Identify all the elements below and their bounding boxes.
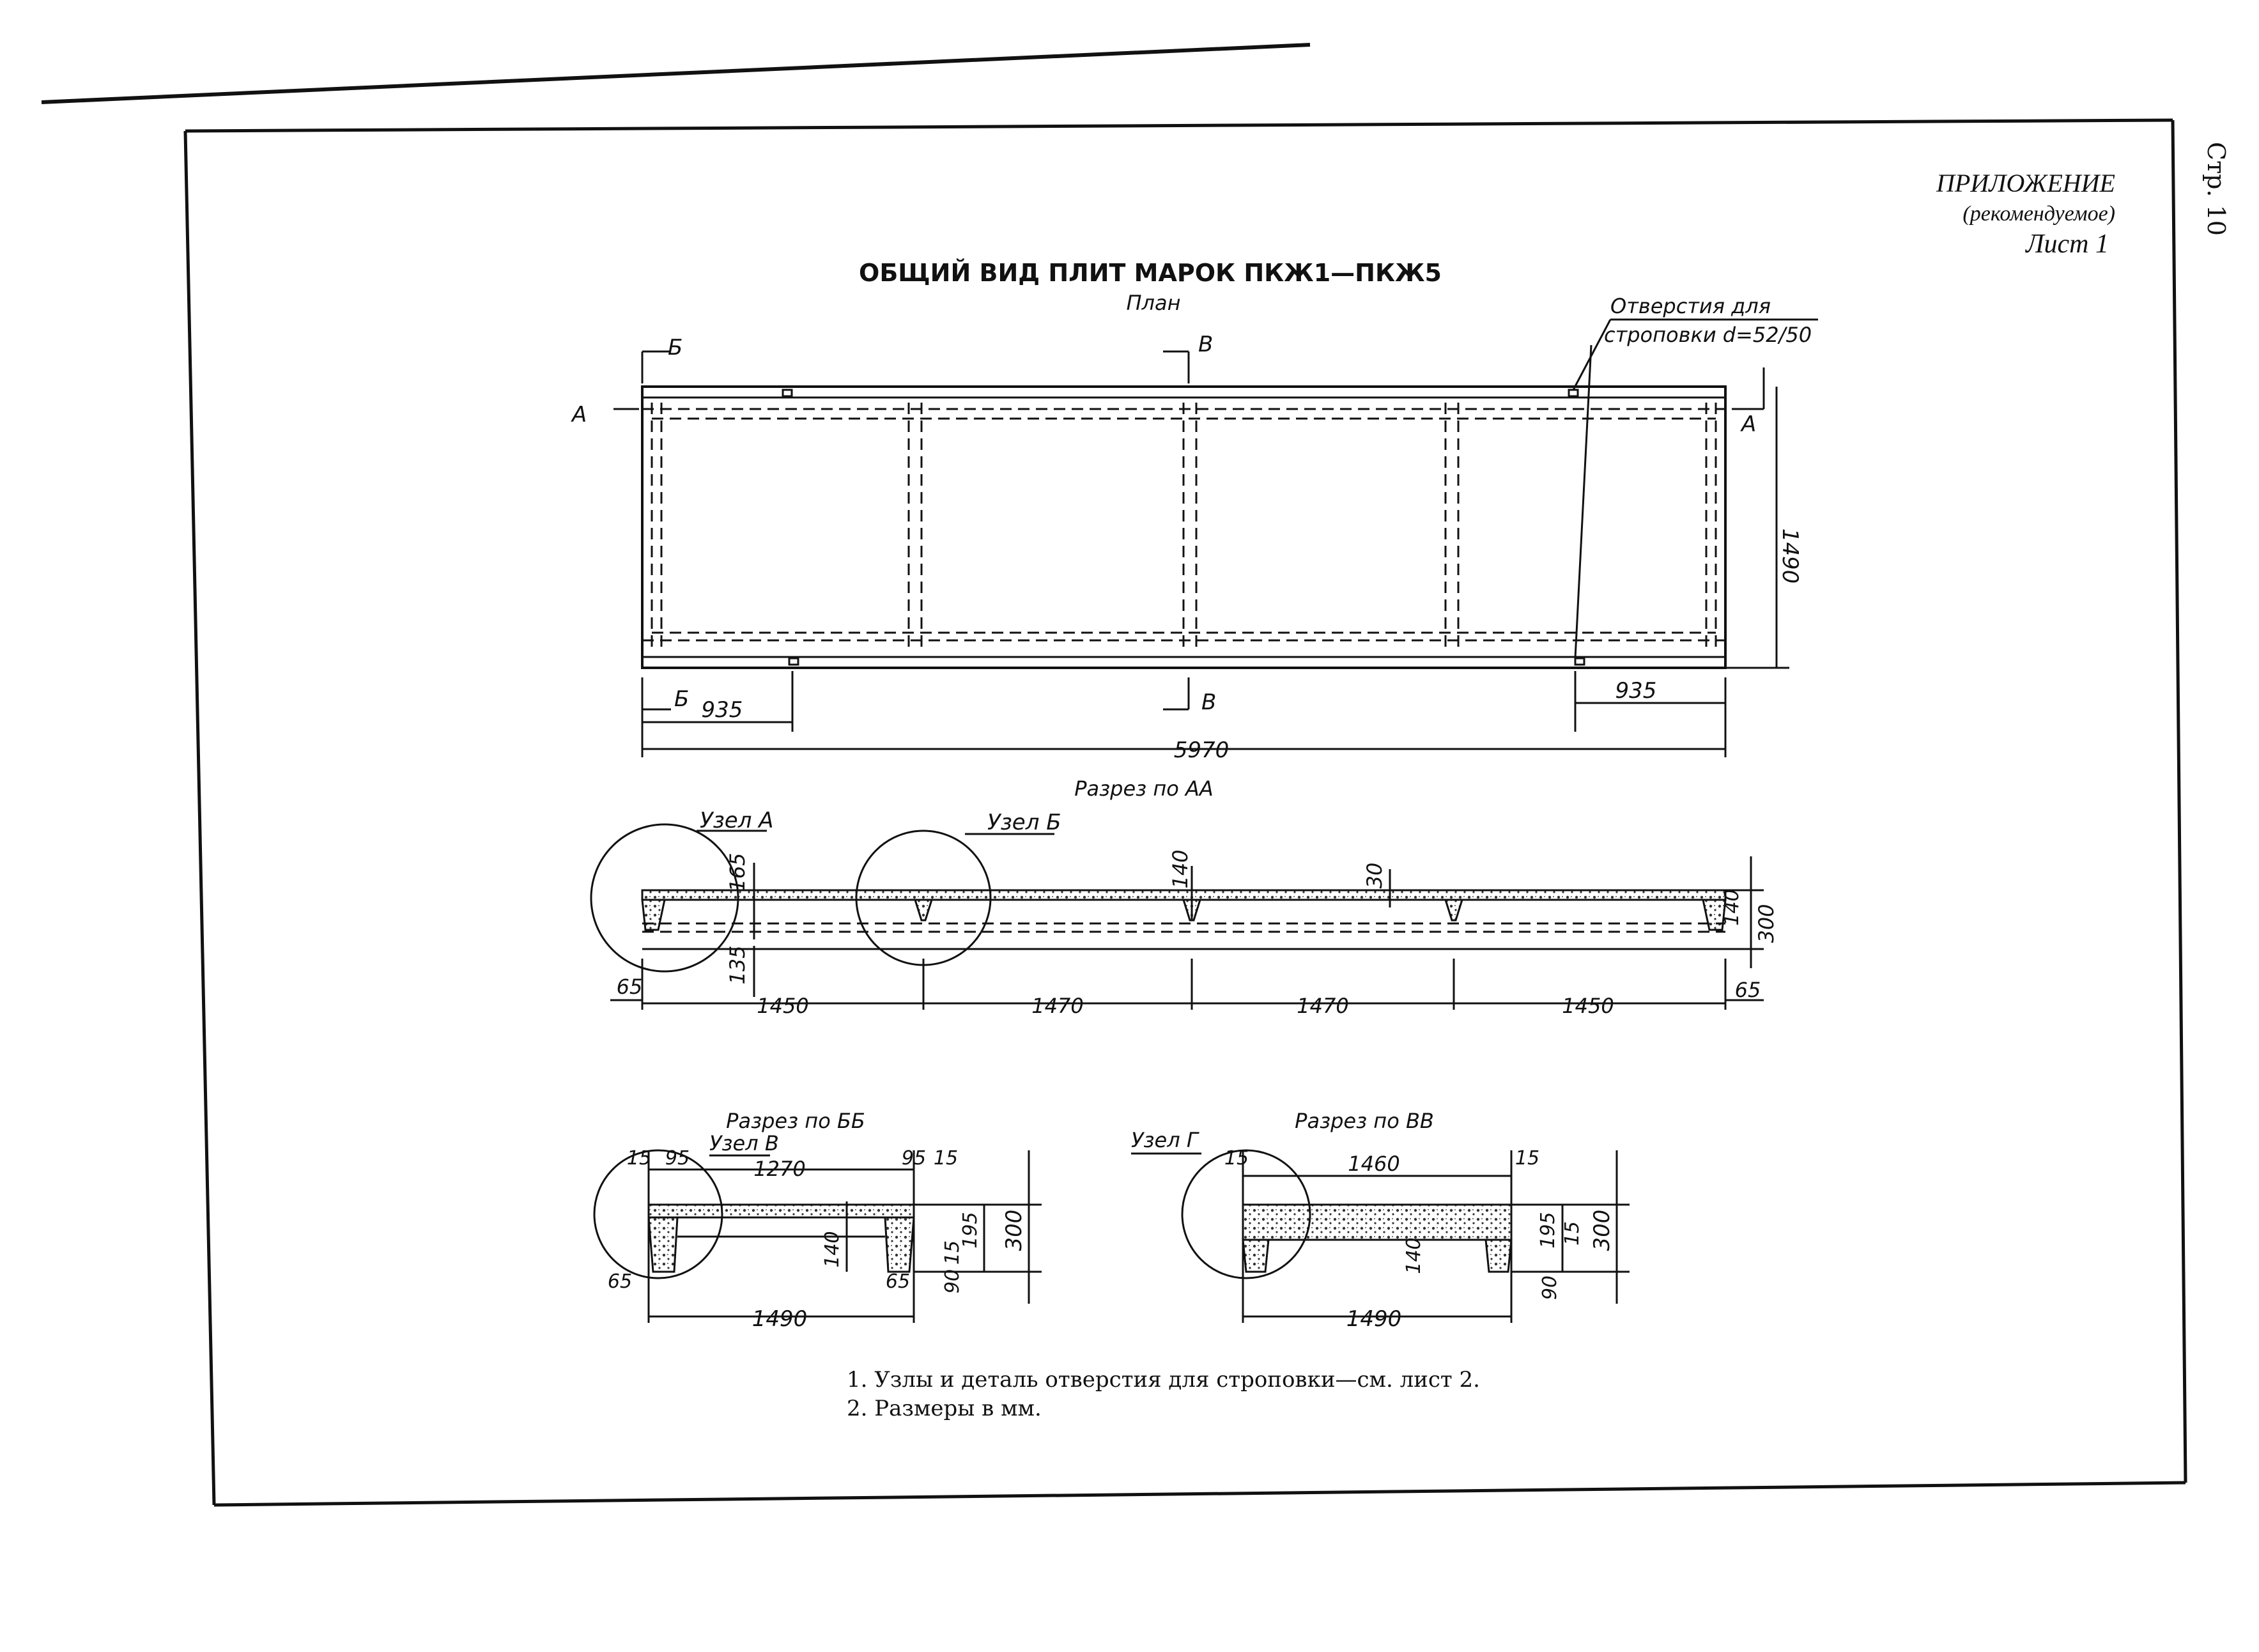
hole-note-line1: Отверстия для	[1610, 294, 1771, 318]
aa-dim-65-left: 65	[617, 975, 643, 999]
plan-label: План	[1126, 291, 1180, 315]
plan-view: План	[571, 291, 1818, 763]
node-a-label: Узел А	[700, 808, 774, 833]
aa-dim-span4: 1450	[1562, 994, 1614, 1018]
aa-dim-165: 165	[725, 853, 750, 892]
note-2: 2. Размеры в мм.	[847, 1396, 1042, 1421]
vv-dim-1490: 1490	[1346, 1306, 1402, 1332]
hole-note-line2: строповки d=52/50	[1604, 323, 1812, 347]
bb-dim-300: 300	[1001, 1210, 1027, 1251]
aa-dim-span1: 1450	[757, 994, 808, 1018]
bb-dim-140: 140	[821, 1231, 844, 1267]
notes: 1. Узлы и деталь отверстия для строповки…	[847, 1367, 1480, 1421]
aa-dim-30: 30	[1362, 863, 1387, 889]
appendix-title: ПРИЛОЖЕНИЕ	[1936, 169, 2115, 197]
section-aa: Разрез по АА Узел А Узел Б	[590, 776, 1778, 1018]
node-g-label: Узел Г	[1131, 1128, 1199, 1152]
bb-dim-90: 90	[941, 1269, 964, 1293]
section-vv-title: Разрез по ВВ	[1295, 1109, 1434, 1133]
note-1: 1. Узлы и деталь отверстия для строповки…	[847, 1367, 1480, 1393]
drawing-title: ОБЩИЙ ВИД ПЛИТ МАРОК ПКЖ1—ПКЖ5	[859, 259, 1442, 287]
node-v-label: Узел В	[709, 1131, 779, 1155]
aa-dim-span3: 1470	[1297, 994, 1348, 1018]
bb-dim-95-right: 95	[902, 1147, 926, 1170]
appendix-subtitle: (рекомендуемое)	[1962, 202, 2115, 226]
section-bb-title: Разрез по ББ	[726, 1109, 865, 1133]
sheet-frame	[41, 43, 2187, 1507]
vv-dim-90: 90	[1539, 1276, 1561, 1300]
vv-dim-15-left: 15	[1224, 1147, 1249, 1170]
plan-cut-v-top: В	[1198, 332, 1213, 357]
section-bb: Разрез по ББ Узел В 15 95 1270 95 15 195…	[593, 1109, 1042, 1332]
plan-dim-total: 5970	[1174, 737, 1230, 763]
bb-dim-15-left: 15	[627, 1147, 651, 1170]
bb-dim-65-right: 65	[886, 1270, 910, 1293]
bb-dim-1490: 1490	[752, 1306, 808, 1332]
aa-dim-300: 300	[1754, 904, 1778, 943]
bb-dim-65-left: 65	[608, 1270, 632, 1293]
node-b-label: Узел Б	[987, 810, 1061, 835]
plan-dim-right: 935	[1615, 678, 1657, 704]
section-aa-title: Разрез по АА	[1074, 776, 1214, 801]
page-number: Стр. 10	[2202, 142, 2230, 236]
bb-dim-15-v: 15	[941, 1240, 964, 1265]
vv-dim-195: 195	[1537, 1212, 1559, 1248]
bb-dim-95-left: 95	[665, 1147, 690, 1170]
plan-cut-v-bottom: В	[1201, 690, 1216, 715]
aa-dim-135: 135	[725, 945, 750, 984]
vv-dim-140: 140	[1403, 1237, 1425, 1274]
plan-dim-height: 1490	[1777, 529, 1803, 584]
appendix-block: ПРИЛОЖЕНИЕ (рекомендуемое) Лист 1	[1936, 169, 2115, 259]
appendix-sheet: Лист 1	[2024, 229, 2109, 259]
plan-cut-b-top: Б	[668, 335, 682, 360]
vv-dim-1460: 1460	[1348, 1152, 1399, 1176]
plan-dim-left: 935	[702, 697, 743, 723]
bb-dim-195: 195	[959, 1212, 982, 1248]
aa-dim-65-right: 65	[1735, 978, 1761, 1002]
vv-dim-15-right: 15	[1515, 1147, 1539, 1170]
section-vv: Разрез по ВВ Узел Г 15 1460 15 195 15 14…	[1131, 1109, 1630, 1332]
bb-dim-15-right: 15	[934, 1147, 958, 1170]
bb-dim-1270: 1270	[753, 1157, 805, 1181]
aa-dim-140-rib: 140	[1168, 849, 1192, 888]
vv-dim-15-v: 15	[1561, 1221, 1584, 1246]
vv-dim-300: 300	[1589, 1210, 1615, 1251]
plan-cut-a-right: А	[1740, 412, 1756, 437]
aa-dim-140-end: 140	[1721, 889, 1743, 925]
aa-dim-span2: 1470	[1031, 994, 1083, 1018]
plan-cut-a-left: А	[571, 402, 587, 428]
plan-cut-b-bottom: Б	[674, 686, 689, 712]
